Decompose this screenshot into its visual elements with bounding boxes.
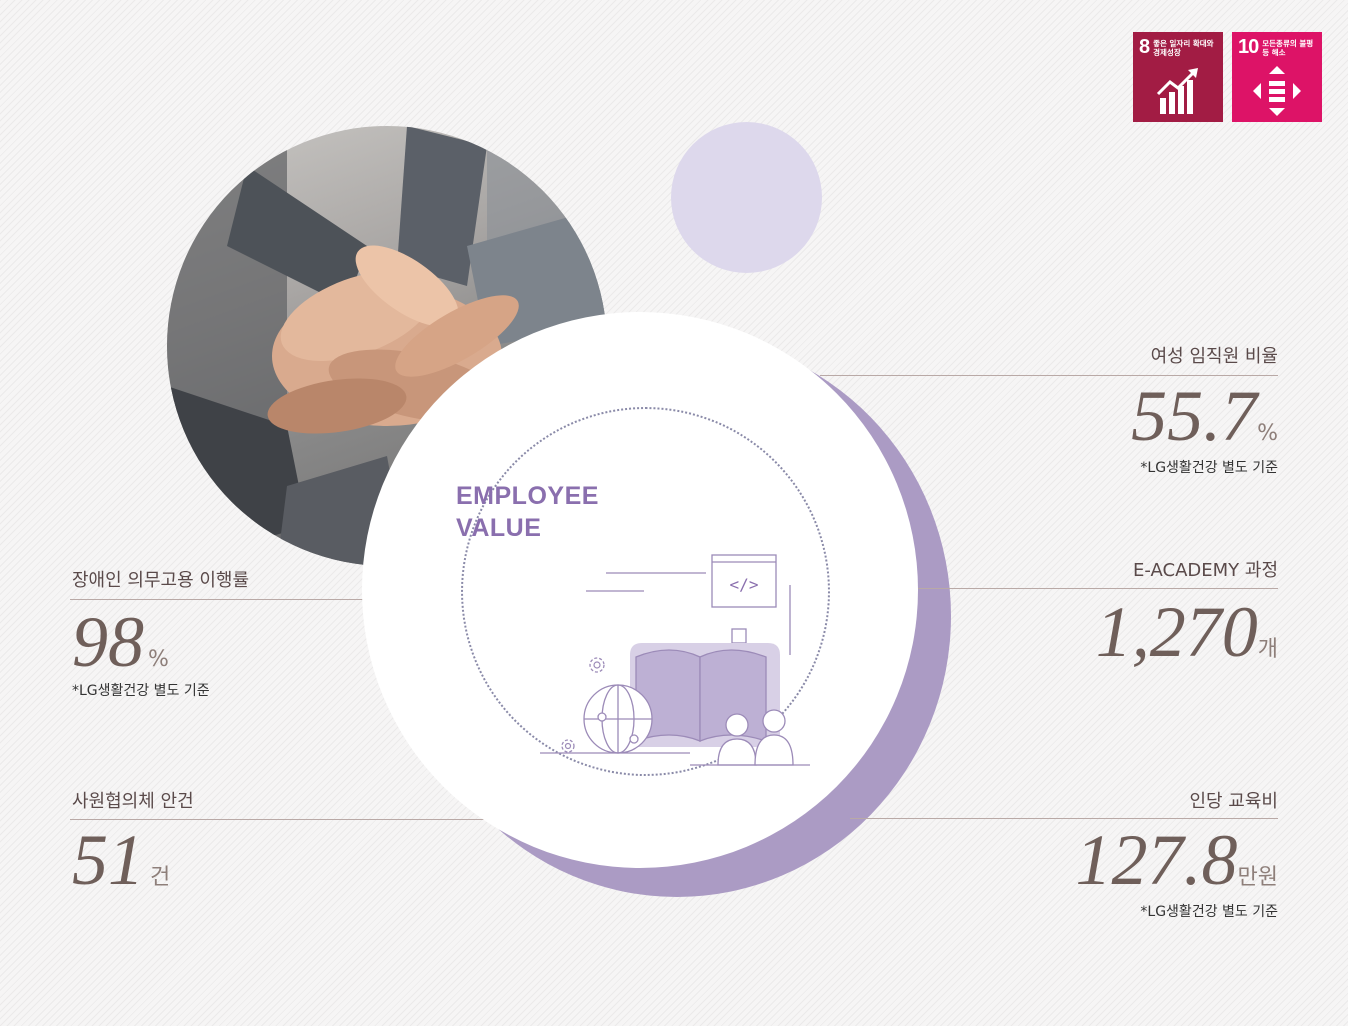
academy-value-row: 1,270개: [1096, 596, 1278, 668]
female-ratio-value-row: 55.7%: [1131, 380, 1278, 452]
female-ratio-unit: %: [1257, 421, 1278, 446]
edu-cost-unit: 만원: [1237, 865, 1278, 890]
sdg8-text: 좋은 일자리 확대와 경제성장: [1153, 39, 1214, 57]
council-value: 51: [72, 820, 144, 900]
sdg10-number: 10: [1238, 36, 1259, 58]
edu-cost-label: 인당 교육비: [1189, 791, 1278, 812]
council-unit: 건: [150, 865, 171, 890]
academy-label: E-ACADEMY 과정: [1133, 560, 1278, 581]
disability-note: *LG생활건강 별도 기준: [72, 683, 210, 699]
academy-divider: [860, 588, 1278, 589]
growth-chart-icon: [1156, 68, 1198, 114]
disability-value-row: 98%: [72, 606, 169, 678]
sdg8-badge: 8 좋은 일자리 확대와 경제성장: [1133, 32, 1223, 122]
sdg10-badge: 10 모든종류의 불평등 해소: [1232, 32, 1322, 122]
edu-cost-value-row: 127.8만원: [1076, 824, 1278, 896]
edu-cost-value: 127.8: [1075, 820, 1238, 900]
female-ratio-divider: [820, 375, 1278, 376]
sdg8-number: 8: [1139, 36, 1150, 58]
female-ratio-label: 여성 임직원 비율: [1150, 346, 1278, 367]
dotted-ring: [461, 407, 830, 776]
edu-cost-divider: [850, 818, 1278, 819]
female-ratio-value: 55.7: [1131, 376, 1258, 456]
e-learning-illustration: </>: [540, 554, 810, 766]
equality-arrows-icon: [1253, 66, 1301, 116]
academy-value: 1,270: [1095, 592, 1258, 672]
disability-value: 98: [72, 602, 144, 682]
academy-unit: 개: [1257, 637, 1278, 662]
decorative-lavender-circle: [671, 122, 822, 273]
sdg10-text: 모든종류의 불평등 해소: [1262, 39, 1314, 57]
svg-text:</>: </>: [730, 575, 759, 594]
council-label: 사원협의체 안건: [72, 791, 194, 812]
female-ratio-note: *LG생활건강 별도 기준: [1140, 460, 1278, 476]
disability-unit: %: [148, 647, 169, 672]
disability-divider: [70, 599, 390, 600]
council-divider: [70, 819, 500, 820]
employee-value-title: EMPLOYEE VALUE: [456, 482, 599, 542]
disability-label: 장애인 의무고용 이행률: [72, 570, 250, 591]
edu-cost-note: *LG생활건강 별도 기준: [1140, 904, 1278, 920]
